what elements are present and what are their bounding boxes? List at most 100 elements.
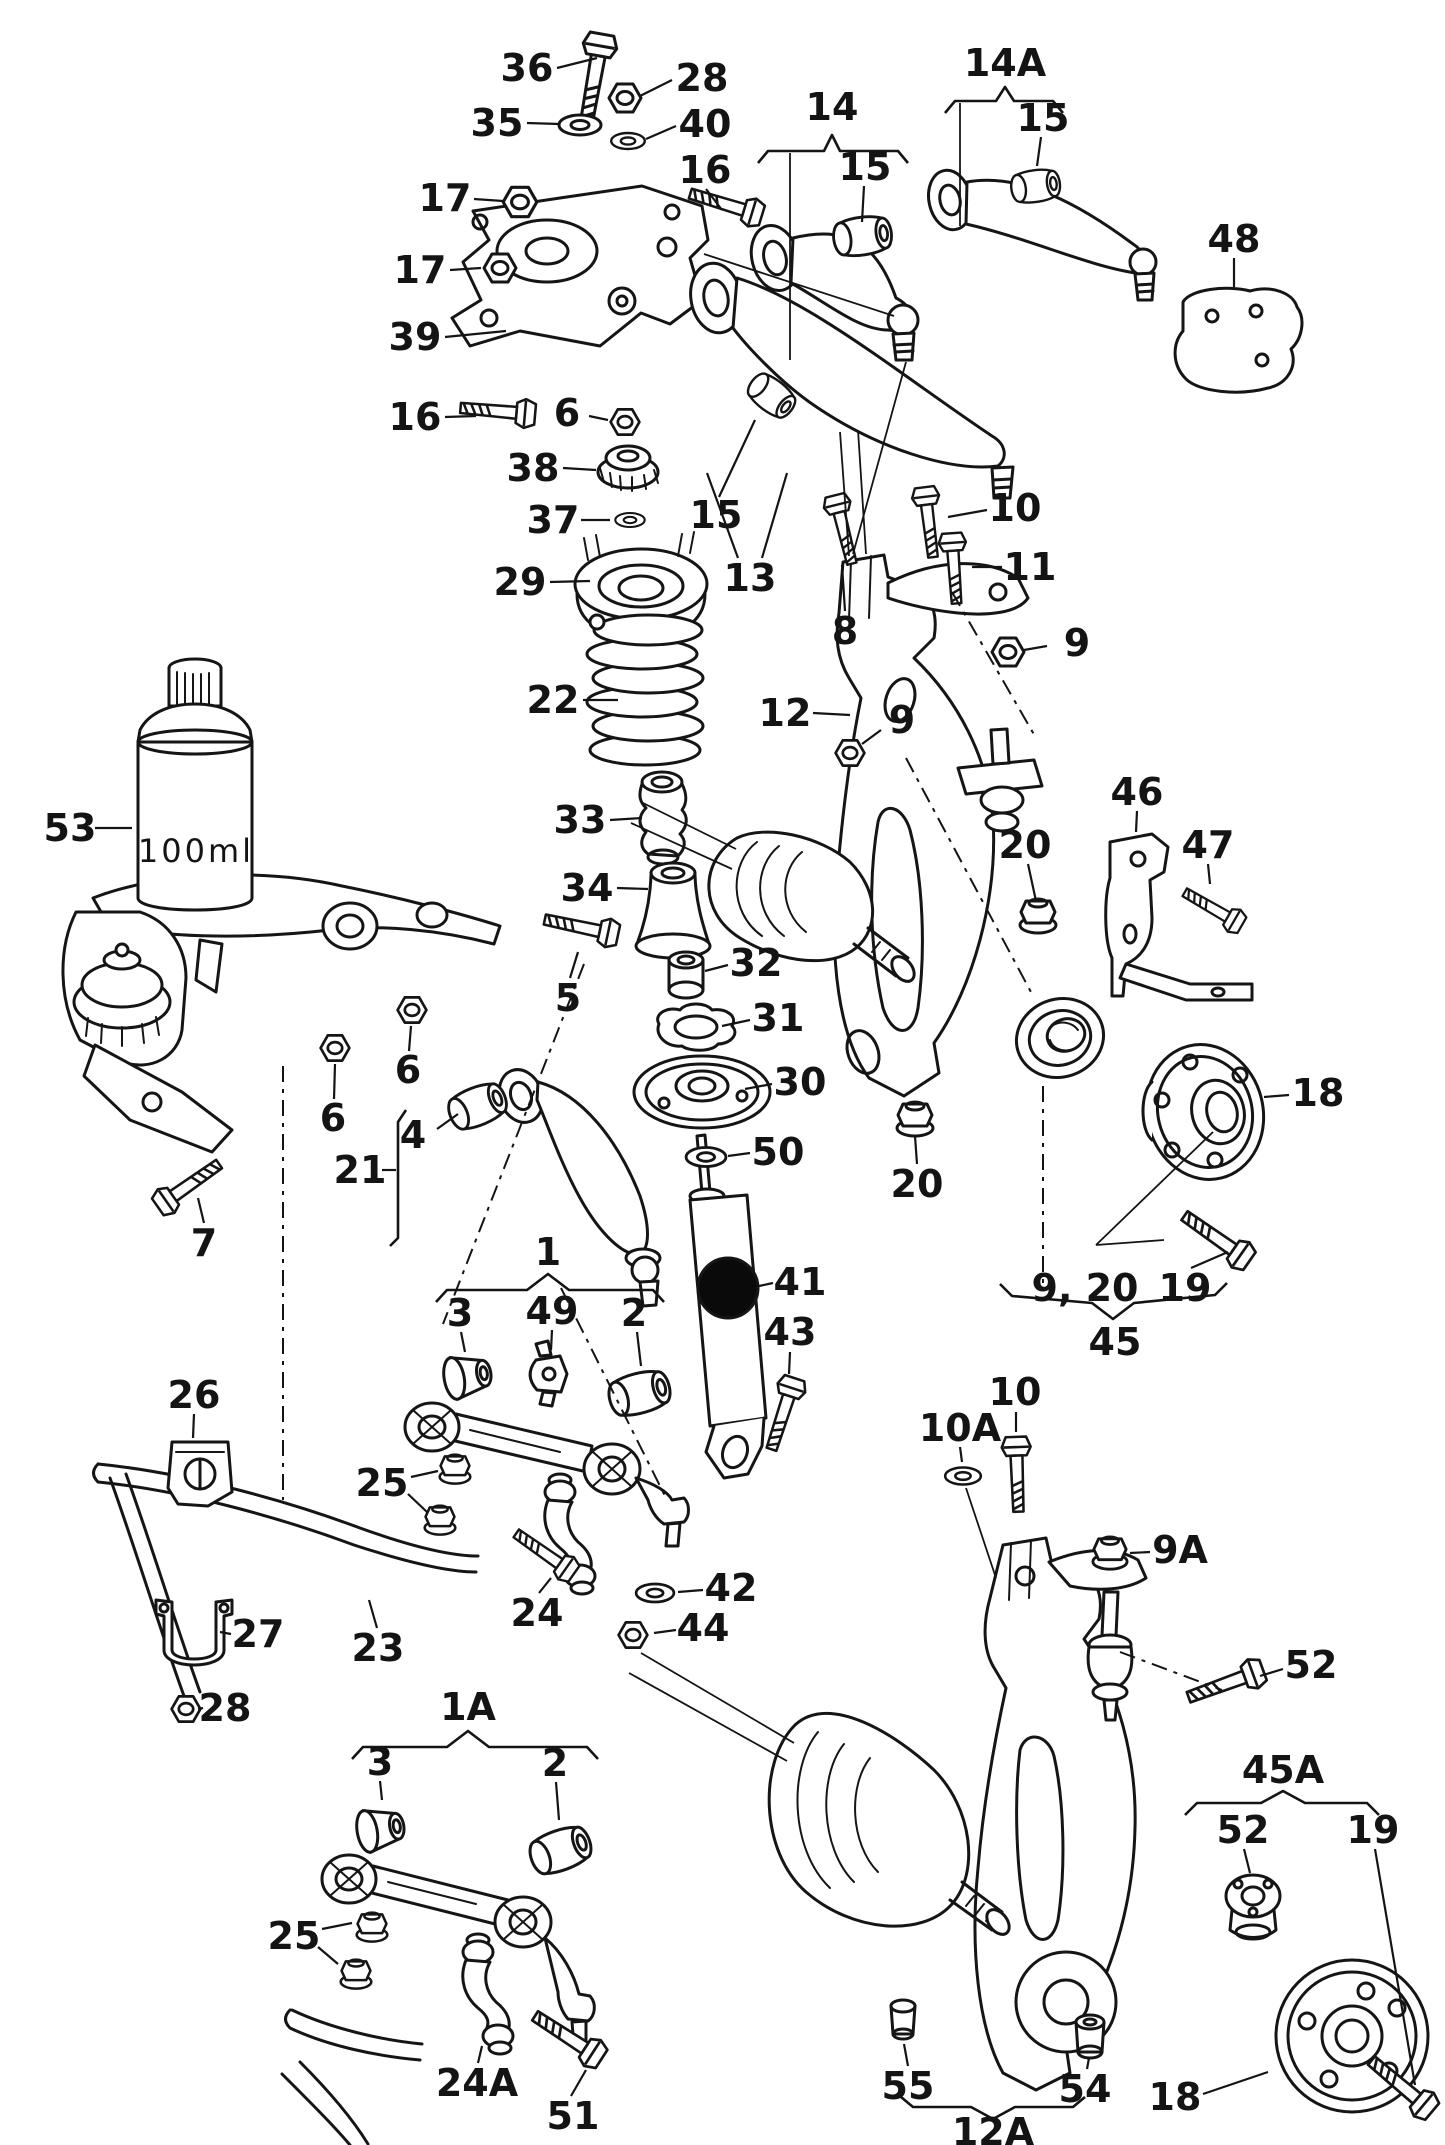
part-nut-25c	[355, 1911, 389, 1943]
part-washer-40	[610, 131, 646, 151]
callout-20: 20	[891, 1162, 944, 1206]
part-flange-52	[1224, 1873, 1282, 1941]
leader-3-0	[459, 1331, 467, 1353]
construction-line-7	[1095, 1239, 1165, 1246]
part-nut-28b	[170, 1695, 202, 1723]
callout-14: 14	[806, 85, 859, 129]
callout-23: 23	[352, 1626, 405, 1670]
leader-2-0	[635, 1331, 643, 1367]
callout-54: 54	[1059, 2067, 1112, 2111]
part-bushing-3A	[352, 1802, 409, 1856]
part-stabilizer-link-24A	[461, 1932, 515, 2056]
leader-35-0	[526, 121, 560, 126]
callout-35: 35	[471, 101, 524, 145]
part-spring-seat-31	[656, 1002, 737, 1052]
part-upper-control-arm-rear	[689, 261, 1015, 500]
callout-49: 49	[526, 1289, 579, 1333]
leader-15-0	[860, 185, 866, 223]
callout-41: 41	[774, 1260, 827, 1304]
part-cv-joint-boot-lower	[767, 1712, 1011, 1936]
part-bracket-46	[1104, 832, 1254, 1002]
callout-55: 55	[882, 2064, 935, 2108]
callout-6: 6	[395, 1048, 421, 1092]
callout-17: 17	[394, 248, 447, 292]
leader-2-0	[554, 1781, 561, 1821]
part-wheel-bearing	[1014, 996, 1106, 1080]
callout-10A: 10A	[919, 1406, 1002, 1450]
leader-27-0	[219, 1630, 232, 1636]
bracket-group-1	[435, 1272, 665, 1303]
callout-39: 39	[389, 315, 442, 359]
leader-9-0	[1023, 644, 1048, 652]
leader-17-0	[449, 266, 482, 272]
bracket-group-1A	[351, 1729, 599, 1760]
part-tie-rod-end	[1086, 1590, 1134, 1722]
construction-line-5	[852, 361, 907, 555]
callout-11: 11	[1004, 545, 1057, 589]
callout-30: 30	[774, 1060, 827, 1104]
leader-19-0	[1373, 1848, 1417, 2086]
callout-27: 27	[232, 1612, 285, 1656]
callout-38: 38	[507, 446, 560, 490]
callout-7: 7	[191, 1221, 217, 1265]
part-bushing-2A	[523, 1819, 598, 1881]
part-bushing-2	[603, 1364, 676, 1422]
callout-42: 42	[705, 1566, 758, 1610]
leader-9-0	[861, 729, 882, 745]
part-nut-28	[607, 82, 643, 114]
leader-24-0	[538, 1577, 552, 1594]
part-nut-20b	[895, 1100, 935, 1138]
callout-29: 29	[494, 560, 547, 604]
callout-33: 33	[554, 798, 607, 842]
part-bolt-10b	[1000, 1435, 1035, 1514]
bottle-volume-label: 100ml	[138, 832, 254, 870]
callout-10: 10	[989, 1370, 1042, 1414]
callout-13: 13	[724, 556, 777, 600]
callout-28: 28	[199, 1686, 252, 1730]
leader-13-1	[760, 472, 789, 559]
part-nut-25a	[438, 1453, 472, 1485]
callout-25: 25	[268, 1914, 321, 1958]
part-nut-17b	[482, 252, 518, 284]
callout-9: 9	[889, 698, 915, 742]
part-wheel-hub-front	[1141, 1043, 1266, 1181]
callout-15: 15	[1017, 96, 1070, 140]
callout-47: 47	[1182, 823, 1235, 867]
callout-15: 15	[690, 493, 743, 537]
leader-25-0	[410, 1469, 439, 1479]
part-nut-44	[617, 1621, 649, 1649]
callout-28: 28	[676, 56, 729, 100]
callout-18: 18	[1149, 2075, 1202, 2119]
leader-4-0	[436, 1113, 459, 1130]
callout-22: 22	[527, 678, 580, 722]
leader-26-0	[191, 1413, 196, 1439]
part-protective-boot	[634, 861, 712, 960]
part-strut-bearing	[596, 444, 660, 492]
callout-17: 17	[419, 176, 472, 220]
bracket-group-21	[389, 1109, 408, 1247]
part-bushing-54	[1074, 2013, 1106, 2060]
leader-25-1	[407, 1493, 428, 1513]
callout-53: 53	[44, 806, 97, 850]
part-subframe	[61, 873, 502, 1154]
callout-16: 16	[389, 395, 442, 439]
callout-2: 2	[621, 1291, 647, 1335]
part-upper-control-arm-front	[749, 224, 920, 362]
part-washer-42	[634, 1582, 676, 1604]
bracket-group-12A	[900, 2096, 1086, 2121]
part-nut-25b	[423, 1504, 457, 1536]
construction-line-3	[839, 431, 850, 557]
part-bolt-7	[148, 1150, 229, 1221]
leader-36-0	[556, 56, 598, 70]
leader-23-0	[367, 1599, 379, 1629]
leader-6-0	[332, 1063, 337, 1100]
part-plug-55	[889, 1998, 917, 2041]
leader-17-0	[473, 197, 504, 203]
callout-48: 48	[1208, 217, 1261, 261]
callout-50: 50	[752, 1130, 805, 1174]
construction-line-10	[630, 822, 733, 870]
callout-40: 40	[679, 102, 732, 146]
callout-14A: 14A	[964, 41, 1047, 85]
leader-46-0	[1134, 810, 1139, 833]
